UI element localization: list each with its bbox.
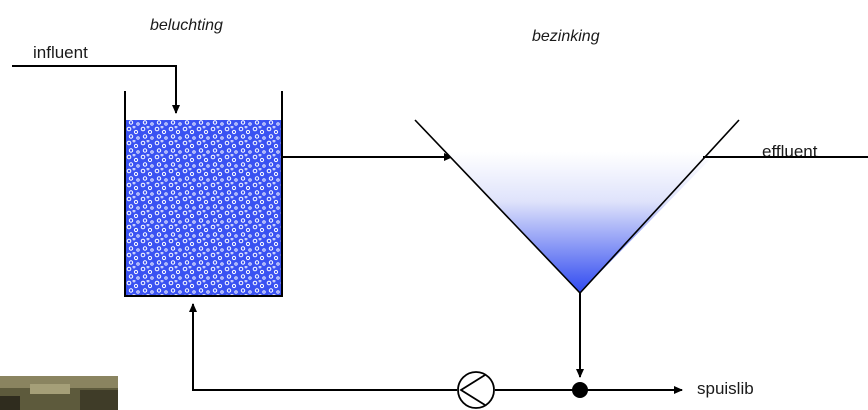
- influent-line: [12, 65, 180, 114]
- waste-sludge-label: spuislib: [697, 379, 754, 398]
- return-line-left: [189, 303, 457, 391]
- settling-label: bezinking: [532, 28, 600, 45]
- aeration-tank-water: [125, 120, 282, 296]
- aeration-tank-walls: [124, 91, 283, 297]
- settler-cone-fill: [446, 152, 717, 293]
- photo-fragment: [0, 376, 118, 410]
- effluent-label: effluent: [762, 142, 818, 161]
- pump-icon: [457, 371, 495, 409]
- influent-label: influent: [33, 43, 88, 62]
- aeration-label: beluchting: [150, 17, 223, 34]
